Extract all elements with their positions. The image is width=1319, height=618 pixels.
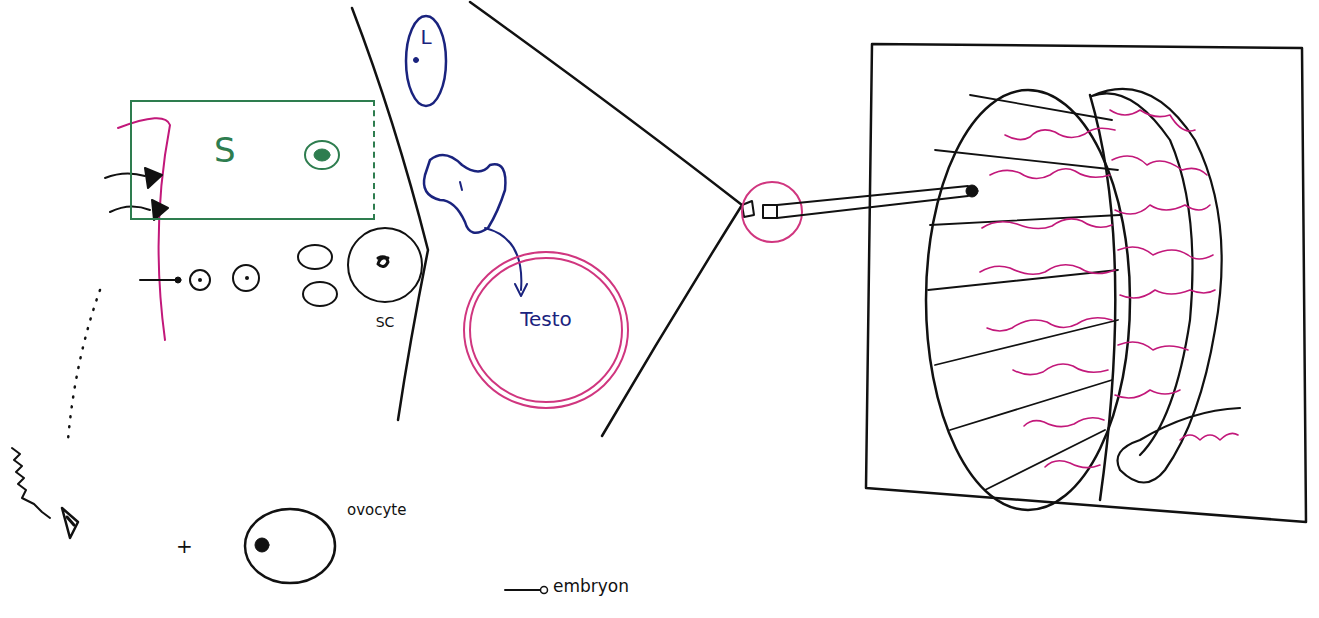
illustration-stroke <box>1115 205 1210 214</box>
germ-cell <box>303 282 337 306</box>
cell-outline <box>245 509 335 583</box>
illustration-stroke <box>460 182 462 190</box>
illustration-stroke <box>985 430 1105 490</box>
illustration-stroke <box>245 276 249 280</box>
germ-cell <box>233 265 259 291</box>
illustration-stroke <box>198 278 202 282</box>
node-label: SC <box>376 315 395 330</box>
illustration-stroke <box>105 173 145 178</box>
illustration-stroke <box>987 318 1112 331</box>
illustration-stroke <box>935 150 1118 170</box>
illustration-stroke <box>1112 156 1207 175</box>
illustration-stroke <box>1180 433 1238 440</box>
node-label: S <box>214 132 236 169</box>
sperm-head <box>62 508 78 538</box>
embryon-line <box>505 589 540 591</box>
illustration-stroke <box>515 284 527 296</box>
illustration-stroke <box>1005 128 1115 139</box>
germ-cell <box>190 270 210 290</box>
illustration-stroke <box>990 169 1110 179</box>
spermatozoa <box>105 168 168 220</box>
illustration-stroke <box>152 200 168 220</box>
illustration-stroke <box>1115 390 1180 398</box>
seminiferous-tubules <box>980 128 1115 467</box>
node-outline <box>463 250 629 410</box>
illustration-stroke <box>175 277 181 283</box>
panel-frame <box>866 44 1306 522</box>
zoom-square <box>763 205 777 218</box>
ovocyte-cell: ovocyte <box>243 500 433 588</box>
illustration-stroke <box>1110 110 1195 131</box>
testis-outline <box>926 90 1130 510</box>
illustration-stroke <box>980 265 1115 274</box>
germ-cell <box>298 245 332 269</box>
rete-line <box>1090 95 1115 500</box>
illustration-stroke <box>1120 290 1215 298</box>
illustration-stroke <box>1118 247 1213 259</box>
sperm-tail <box>12 448 50 518</box>
circle-outline <box>464 252 628 408</box>
node-label: L <box>420 26 431 48</box>
zoom-cone <box>470 2 742 436</box>
illustration-stroke <box>1045 461 1100 468</box>
illustration-stroke <box>1118 342 1188 350</box>
sertoli-nucleus <box>305 141 339 169</box>
epididymis <box>1092 89 1240 483</box>
tubule-section <box>966 185 978 197</box>
cell-outline <box>348 228 422 302</box>
free-label: + <box>176 535 193 557</box>
dotted-line <box>68 290 100 440</box>
illustration-stroke <box>67 517 74 525</box>
sertoli-cell: S <box>130 100 375 220</box>
illustration-stroke <box>935 320 1118 365</box>
spermatocyte-cell: SC <box>345 225 425 337</box>
free-label: embryon <box>553 577 629 596</box>
testosterone-circle: Testo <box>463 250 629 410</box>
illustration-stroke <box>541 587 548 594</box>
illustration-stroke <box>982 219 1112 229</box>
zoom-circle <box>742 182 802 242</box>
basal-membrane <box>118 118 170 340</box>
sertoli-nucleolus <box>314 149 330 161</box>
tubule-wall <box>352 8 428 420</box>
ovocyte-nucleus <box>255 538 269 552</box>
epididymis-coils <box>1110 110 1238 440</box>
illustration-stroke <box>1013 364 1108 375</box>
illustration-stroke <box>145 168 162 188</box>
leydig-cell: L <box>404 14 448 108</box>
circle-outline <box>470 258 622 402</box>
illustration-stroke <box>950 380 1112 430</box>
illustration-stroke <box>1024 418 1104 427</box>
lineage-line <box>140 279 178 281</box>
illustration-stroke <box>378 257 388 267</box>
cell-outline <box>406 16 446 106</box>
zoom-lines <box>777 186 968 218</box>
leydig-nucleus <box>414 58 419 63</box>
leydig-cell <box>424 155 505 233</box>
node-label: ovocyte <box>347 502 406 519</box>
illustration-stroke <box>930 215 1120 225</box>
node-label: Testo <box>520 308 572 330</box>
testis-septa <box>928 95 1120 490</box>
